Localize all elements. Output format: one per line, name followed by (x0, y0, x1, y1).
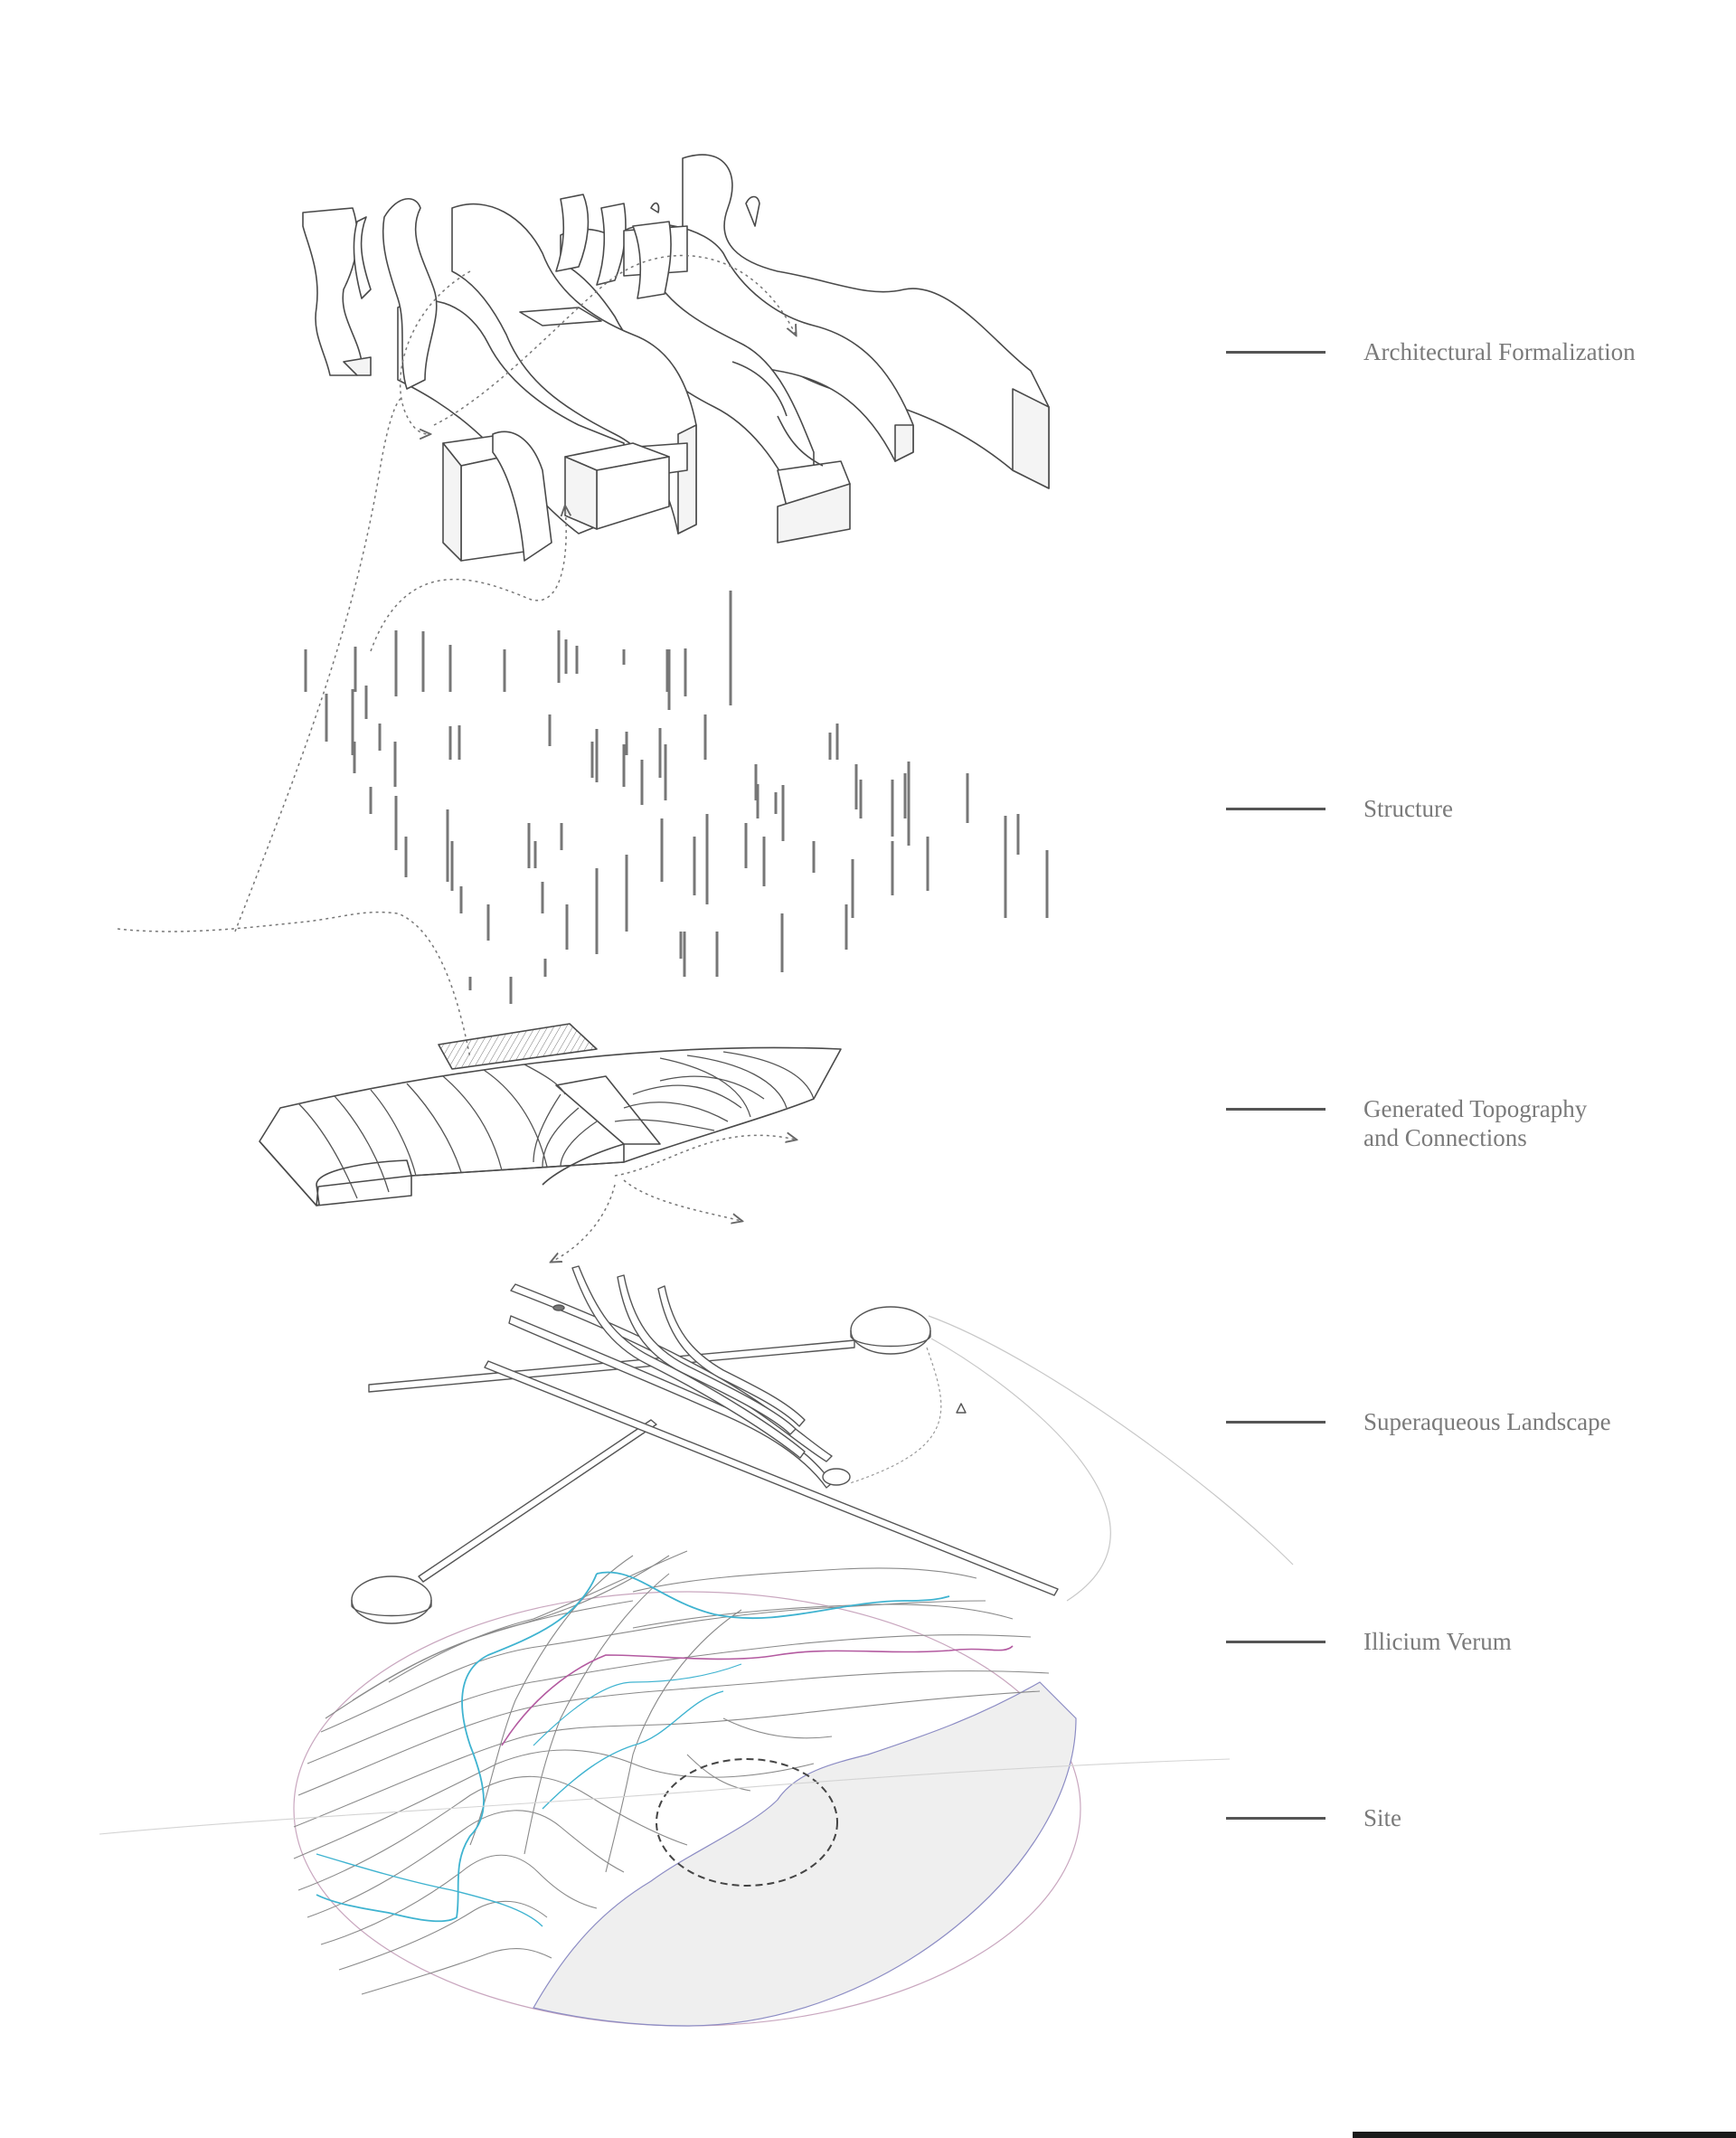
label-row-superaqueous-landscape: Superaqueous Landscape (1226, 1407, 1611, 1436)
flow-paths-middle (117, 911, 471, 1059)
generated-topography-platform (259, 1023, 842, 1206)
label-row-illicium-verum: Illicium Verum (1226, 1627, 1512, 1656)
layer-label: Superaqueous Landscape (1363, 1408, 1611, 1435)
label-row-generated-topography: Generated Topography and Connections (1226, 1094, 1587, 1152)
flow-paths-top (234, 254, 796, 932)
structural-columns (304, 591, 1049, 1004)
flow-paths-topography (552, 1135, 796, 1262)
leader-line (1226, 1421, 1326, 1424)
layer-label: Site (1363, 1804, 1402, 1831)
layer-label: Generated Topography and Connections (1363, 1095, 1588, 1151)
corner-bar (1353, 2132, 1736, 2138)
architectural-massing (302, 154, 1050, 562)
leader-line (1226, 1641, 1326, 1643)
leader-line (1226, 808, 1326, 810)
leader-line (1226, 1817, 1326, 1820)
label-row-structure: Structure (1226, 794, 1453, 823)
leader-line (1226, 1108, 1326, 1111)
label-row-site: Site (1226, 1803, 1401, 1832)
label-row-architectural-formalization: Architectural Formalization (1226, 337, 1636, 366)
superaqueous-arcs (849, 1315, 1294, 1602)
superaqueous-boardwalks (351, 1265, 1059, 1624)
site-disc (99, 1550, 1231, 2027)
layer-label: Structure (1363, 795, 1453, 822)
layer-label: Architectural Formalization (1363, 338, 1636, 365)
leader-line (1226, 351, 1326, 354)
layer-label: Illicium Verum (1363, 1628, 1512, 1655)
